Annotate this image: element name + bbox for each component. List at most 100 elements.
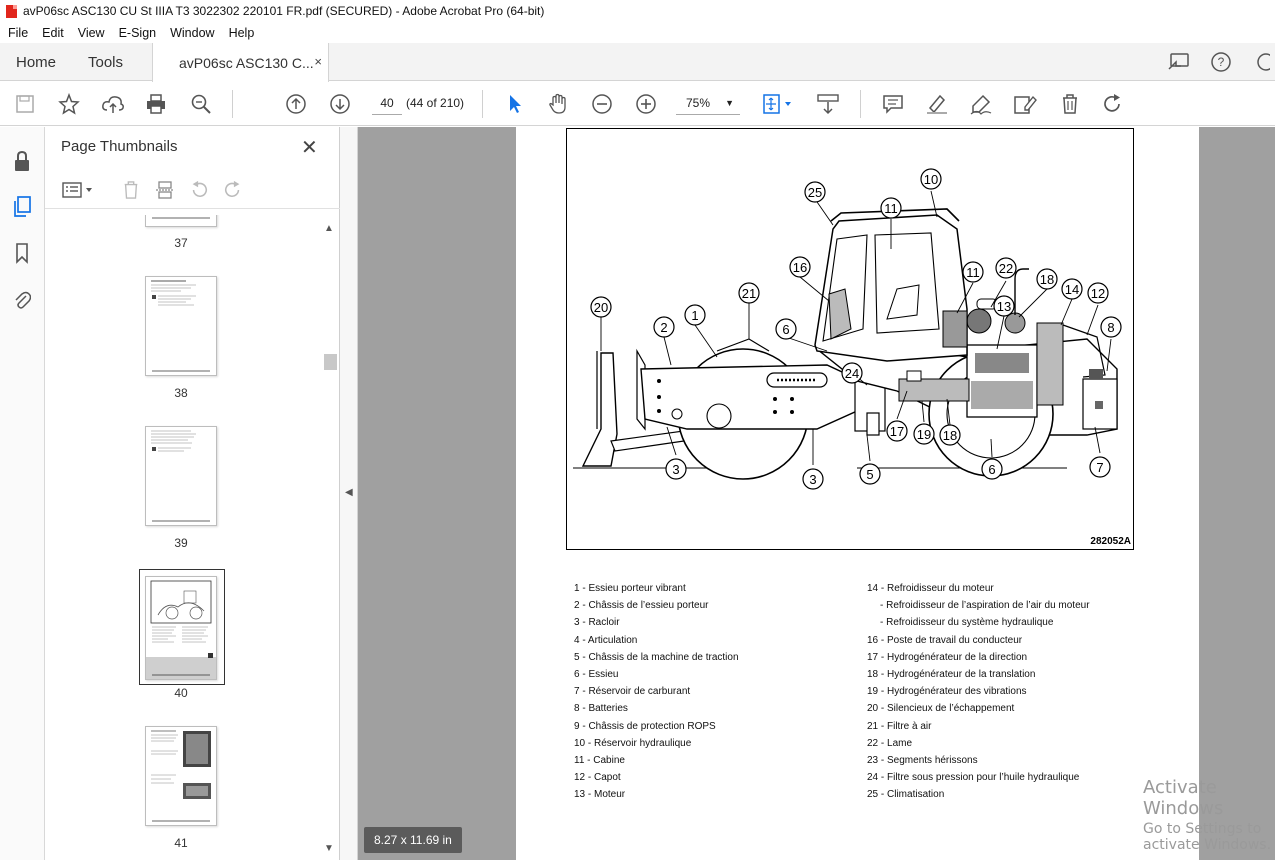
print-icon[interactable] [143,91,169,117]
tab-document[interactable]: avP06sc ASC130 C... × [152,43,329,82]
bookmark-icon[interactable] [10,241,34,265]
callout-label: 7 [1096,460,1103,475]
tab-tools[interactable]: Tools [88,53,124,71]
tab-document-label: avP06sc ASC130 C... [179,54,314,71]
select-cursor-icon[interactable] [502,91,528,117]
save-icon[interactable] [12,91,38,117]
page-number-input[interactable]: 40 [372,91,402,115]
delete-page-icon[interactable] [119,179,143,201]
tab-close-icon[interactable]: × [314,54,322,69]
help-icon[interactable]: ? [1209,50,1233,74]
callout-label: 8 [1107,320,1114,335]
legend-item: 14 - Refroidisseur du moteur [867,583,994,594]
menu-help[interactable]: Help [228,25,255,40]
callout-label: 19 [917,427,931,442]
callout-label: 6 [782,322,789,337]
upload-icon[interactable] [100,91,126,117]
callout-label: 1 [691,308,698,323]
menu-edit[interactable]: Edit [42,25,64,40]
acrobat-pdf-icon [6,4,17,18]
legend-item: 5 - Châssis de la machine de traction [574,651,739,663]
collapse-arrow-icon[interactable]: ◀ [345,487,353,498]
prev-page-icon[interactable] [283,91,309,117]
legend-item: 22 - Lame [867,737,913,749]
menu-file[interactable]: File [8,25,29,40]
compactor-drawing: 20 2 1 21 6 25 11 10 16 11 22 18 14 12 8… [573,168,1122,490]
sign-icon[interactable] [968,91,994,117]
page-thumbnails-icon[interactable] [10,195,34,219]
thumbnail-label: 37 [174,236,188,250]
legend-item: 8 - Batteries [574,703,628,715]
legend-item: 2 - Châssis de l’essieu porteur [574,600,709,612]
thumbnail-options-icon[interactable] [61,179,95,201]
account-icon[interactable] [1251,50,1275,74]
menu-window[interactable]: Window [170,25,215,40]
scrollbar-thumb[interactable] [324,354,337,370]
callout-label: 3 [672,462,679,477]
callout-label: 17 [890,424,904,439]
thumbnail-page-selected[interactable] [145,576,217,680]
panel-collapse-strip[interactable]: ◀ [340,127,358,860]
comment-icon[interactable] [880,91,906,117]
edit-pdf-icon[interactable] [1012,91,1038,117]
scroll-mode-icon[interactable] [815,91,841,117]
thumbnail-page[interactable] [145,215,217,227]
zoom-out-icon[interactable] [589,91,615,117]
callout-label: 5 [866,467,873,482]
thumbnail-label: 39 [174,536,188,550]
legend-item: 6 - Essieu [574,668,619,680]
document-viewer[interactable]: 20 2 1 21 6 25 11 10 16 11 22 18 14 12 8… [358,127,1275,860]
thumbnail-label: 41 [174,836,188,850]
callout-label: 2 [660,320,667,335]
legend-item: 9 - Châssis de protection ROPS [574,720,716,732]
callout-label: 24 [845,366,859,381]
close-icon[interactable]: ✕ [301,137,318,159]
page-thumbnails-panel: Page Thumbnails ✕ 37 38 3 [45,127,340,860]
thumbnail-page[interactable] [145,426,217,526]
rotate-right-icon[interactable] [221,179,245,201]
callout-label: 18 [943,428,957,443]
legend-item: 10 - Réservoir hydraulique [574,737,692,749]
zoom-in-icon[interactable] [633,91,659,117]
split-pages-icon[interactable] [153,179,177,201]
thumbnail-page[interactable] [145,276,217,376]
menu-e-sign[interactable]: E-Sign [118,25,157,40]
tab-home[interactable]: Home [16,53,57,71]
panel-title: Page Thumbnails [61,138,178,155]
rotate-left-icon[interactable] [187,179,211,201]
rotate-icon[interactable] [1100,91,1126,117]
star-icon[interactable] [56,91,82,117]
callout-label: 10 [924,172,938,187]
thumbnail-list: 37 38 39 40 41 [45,215,321,860]
highlight-icon[interactable] [924,91,950,117]
scroll-down-icon[interactable]: ▼ [324,843,334,854]
legend-right: 14 - Refroidisseur du moteur - Refroidis… [867,580,1090,803]
zoom-select[interactable]: 75% ▼ [676,91,740,115]
fit-page-icon[interactable] [760,91,796,117]
legend-item: 7 - Réservoir de carburant [574,686,691,698]
thumbnail-scrollbar[interactable]: ▲ ▼ [321,221,337,857]
legend-item: - Refroidisseur de l’aspiration de l’air… [880,600,1090,612]
menu-view[interactable]: View [77,25,105,40]
thumbnail-page[interactable] [145,726,217,826]
share-screen-icon[interactable] [1167,50,1191,74]
delete-icon[interactable] [1057,91,1083,117]
panel-toolbar [45,171,340,209]
legend-left: 1 - Essieu porteur vibrant 2 - Châssis d… [574,580,739,803]
hand-icon[interactable] [545,91,571,117]
lock-icon[interactable] [10,149,34,173]
callout-label: 22 [999,261,1013,276]
legend-item: 4 - Articulation [574,634,638,646]
legend-item: 25 - Climatisation [867,789,945,801]
page-size-badge: 8.27 x 11.69 in [364,827,462,853]
find-icon[interactable] [188,91,214,117]
next-page-icon[interactable] [327,91,353,117]
watermark-line1: Activate Windows [1143,777,1224,819]
legend-item: 17 - Hydrogénérateur de la direction [867,651,1028,663]
attachment-icon[interactable] [10,287,34,311]
scroll-up-icon[interactable]: ▲ [324,223,334,234]
thumbnail-label: 38 [174,386,188,400]
legend-item: 21 - Filtre à air [867,720,932,732]
callout-label: 3 [809,472,816,487]
callout-label: 11 [884,201,898,216]
